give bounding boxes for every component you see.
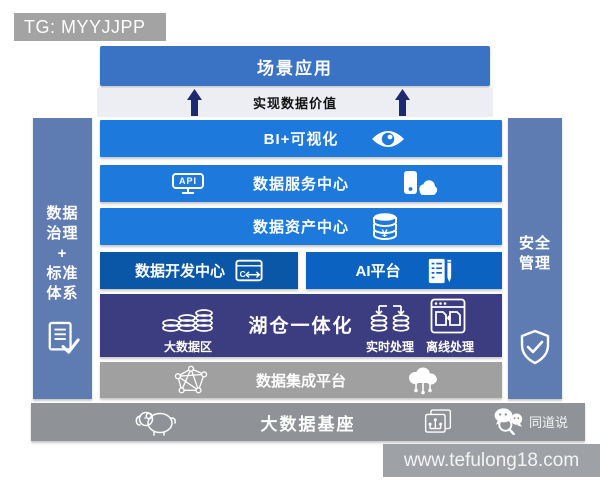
value-caption: 实现数据价值 xyxy=(252,96,337,111)
row-bi-visualization: BI+可视化 xyxy=(100,120,502,157)
governance-line: 体系 xyxy=(46,285,79,302)
governance-line: + xyxy=(57,245,68,262)
realtime-pipeline-icon xyxy=(368,299,412,335)
yen-glyph: ¥ xyxy=(381,228,388,240)
data-integration-label: 数据集成平台 xyxy=(255,372,346,390)
sidebar-data-governance: 数据 治理 + 标准 体系 xyxy=(33,118,92,399)
box-ai-platform: AI平台 xyxy=(306,252,502,289)
doc-check-icon xyxy=(33,320,92,358)
row-data-service-center: API 数据服务中心 xyxy=(100,165,502,202)
code-glyph: C xyxy=(240,269,246,279)
ai-notes-icon xyxy=(427,258,453,284)
realtime-label: 实时处理 xyxy=(365,340,414,354)
website-watermark: www.tefulong18.com xyxy=(383,444,600,477)
database-yen-icon: ¥ xyxy=(372,212,398,242)
network-graph-icon xyxy=(172,365,210,395)
value-caption-strip: 实现数据价值 xyxy=(97,88,493,117)
api-icon: API xyxy=(172,173,205,194)
row-data-asset-center: 数据资产中心 ¥ xyxy=(100,208,502,245)
tg-watermark: TG: MYYJJPP xyxy=(14,13,166,41)
box-data-dev-center: 数据开发中心 C xyxy=(100,252,298,289)
wechat-name-label: 同道说 xyxy=(529,414,569,430)
bi-label: BI+可视化 xyxy=(263,131,339,148)
data-asset-label: 数据资产中心 xyxy=(252,219,349,236)
offline-window-icon xyxy=(430,298,466,334)
data-service-label: 数据服务中心 xyxy=(252,176,349,193)
bigdata-foundation-label: 大数据基座 xyxy=(260,414,356,434)
row-data-integration: 数据集成平台 xyxy=(100,362,502,398)
ai-platform-label: AI平台 xyxy=(355,263,401,280)
row-bigdata-foundation: 大数据基座 xyxy=(31,403,585,441)
shield-check-icon xyxy=(508,328,562,368)
hadoop-elephant-icon xyxy=(133,406,181,438)
wechat-search-icon xyxy=(493,407,527,435)
lakehouse-label: 湖仓一体化 xyxy=(248,316,354,337)
scenario-application-label: 场景应用 xyxy=(257,58,333,78)
row-lakehouse: 大数据区 湖仓一体化 实时处理 离线处理 xyxy=(100,294,502,357)
data-dev-label: 数据开发中心 xyxy=(134,263,225,280)
security-line: 安全 xyxy=(518,235,551,252)
up-arrow-icon xyxy=(395,89,410,116)
scenario-application-bar: 场景应用 xyxy=(100,46,490,86)
phone-cloud-icon xyxy=(396,170,438,197)
bigdata-zone-label: 大数据区 xyxy=(163,340,212,354)
offline-label: 离线处理 xyxy=(425,340,474,354)
governance-line: 标准 xyxy=(46,265,79,282)
folder-circuit-icon xyxy=(423,408,453,435)
code-window-icon: C xyxy=(235,259,263,282)
data-stacks-icon xyxy=(162,301,214,335)
wechat-watermark: 同道说 xyxy=(493,407,568,435)
eye-icon xyxy=(370,128,406,150)
security-line: 管理 xyxy=(518,255,551,272)
sidebar-security-management: 安全 管理 xyxy=(508,118,562,399)
cloud-nodes-icon xyxy=(402,366,442,396)
governance-line: 治理 xyxy=(46,225,79,242)
up-arrow-icon xyxy=(187,89,202,116)
governance-line: 数据 xyxy=(46,205,79,222)
